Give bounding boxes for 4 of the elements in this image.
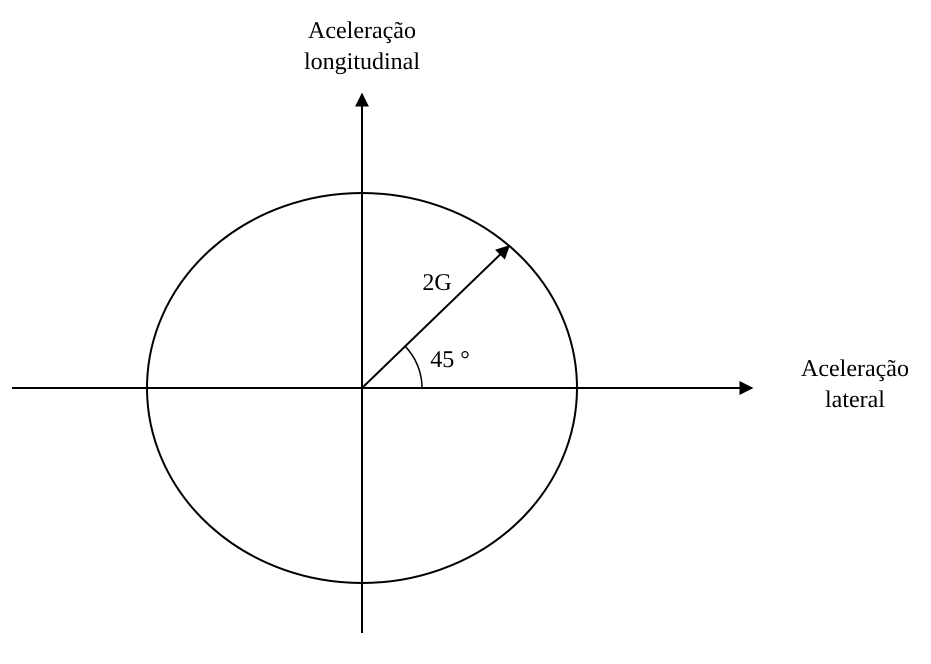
axis-label: Aceleração lateral <box>800 355 910 415</box>
angle-label: 45 ° <box>429 346 471 375</box>
magnitude-label: 2G <box>421 269 453 298</box>
axis-label: Aceleração longitudinal <box>303 17 421 77</box>
